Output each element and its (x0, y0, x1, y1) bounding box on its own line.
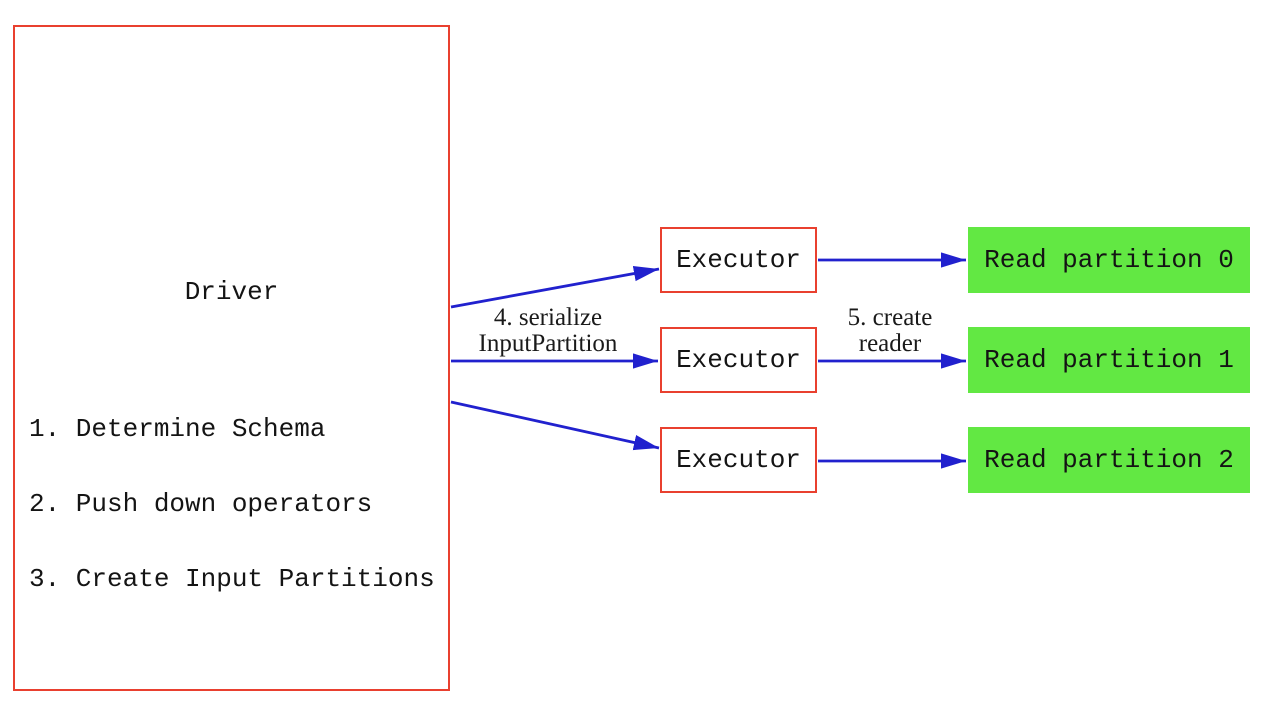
driver-box: Driver 1. Determine Schema 2. Push down … (13, 25, 450, 691)
read-partition-label-1: Read partition 1 (984, 345, 1234, 375)
driver-step-1: 1. Determine Schema (29, 414, 326, 444)
arrow-driver-to-executor-0 (450, 265, 660, 309)
edge-label-create-reader-line1: 5. create (847, 304, 933, 331)
arrow-driver-to-executor-2 (450, 400, 660, 451)
executor-label-1: Executor (676, 345, 801, 375)
executor-box-1: Executor (660, 327, 817, 393)
read-partition-label-2: Read partition 2 (984, 445, 1234, 475)
driver-step-2: 2. Push down operators (29, 489, 373, 519)
executor-label-0: Executor (676, 245, 801, 275)
driver-title: Driver (184, 277, 279, 307)
read-partition-box-1: Read partition 1 (968, 327, 1250, 393)
driver-step-3: 3. Create Input Partitions (29, 564, 435, 594)
read-partition-box-2: Read partition 2 (968, 427, 1250, 493)
read-partition-box-0: Read partition 0 (968, 227, 1250, 293)
executor-box-0: Executor (660, 227, 817, 293)
executor-label-2: Executor (676, 445, 801, 475)
edge-label-serialize-inputpartition: 4. serialize InputPartition (448, 305, 648, 357)
edge-label-serialize-line2: InputPartition (478, 330, 618, 357)
edge-label-create-reader: 5. create reader (790, 305, 990, 357)
executor-box-2: Executor (660, 427, 817, 493)
driver-steps: 1. Determine Schema 2. Push down operato… (29, 367, 435, 642)
read-partition-label-0: Read partition 0 (984, 245, 1234, 275)
edge-label-create-reader-line2: reader (858, 330, 922, 357)
edge-label-serialize-line1: 4. serialize (493, 304, 603, 331)
